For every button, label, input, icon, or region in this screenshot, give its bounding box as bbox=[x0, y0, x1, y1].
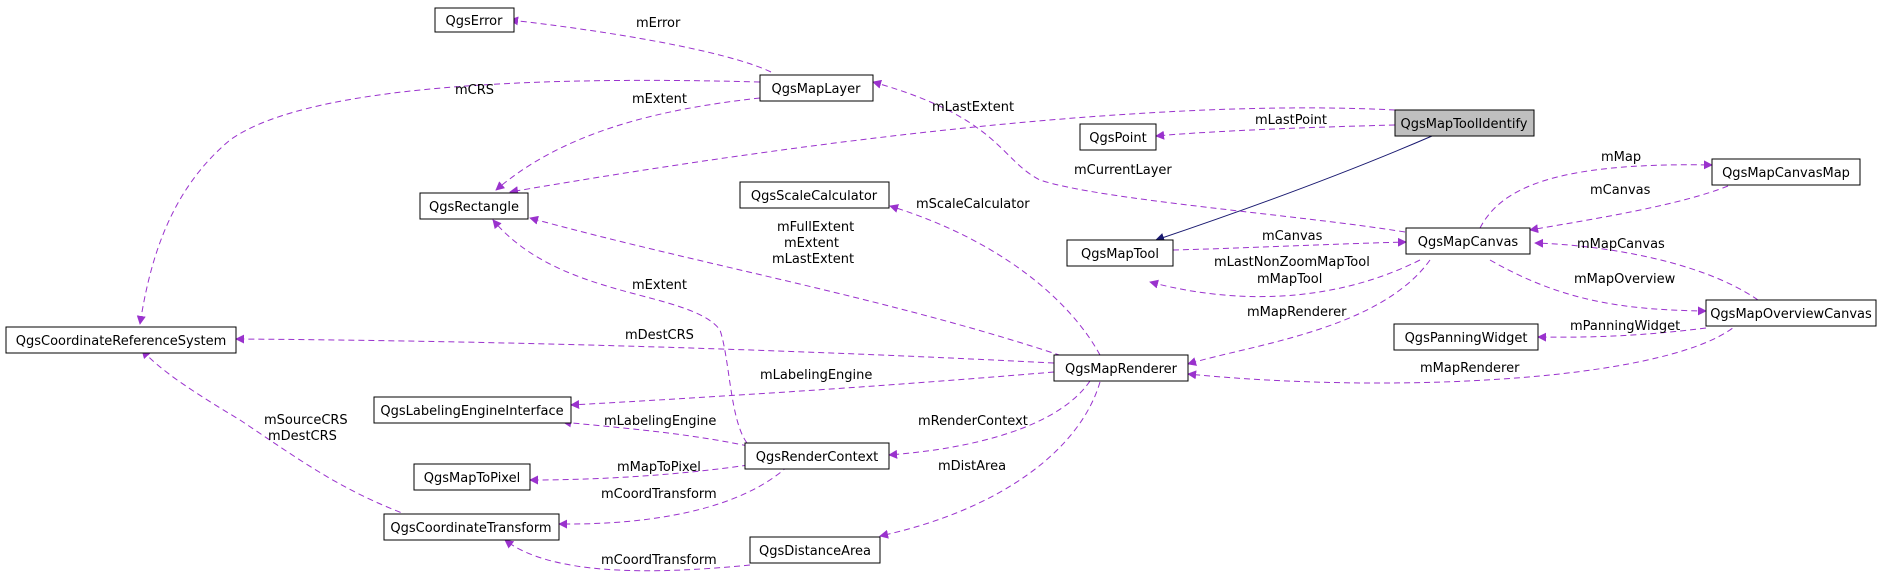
class-node-qgs-panning-widget[interactable]: QgsPanningWidget bbox=[1393, 323, 1539, 351]
class-name: QgsRenderContext bbox=[756, 450, 878, 465]
label-m-coord-transform-distance: mCoordTransform bbox=[601, 553, 717, 568]
edge-canvasmap-canvas bbox=[1529, 185, 1729, 234]
edge-overview-renderer bbox=[1187, 321, 1741, 384]
label-m-dist-area: mDistArea bbox=[938, 459, 1006, 474]
label-m-map-to-pixel: mMapToPixel bbox=[617, 460, 701, 475]
class-name: QgsMapCanvas bbox=[1418, 235, 1519, 250]
label-m-labeling-engine-context: mLabelingEngine bbox=[604, 414, 716, 429]
class-name: QgsMapCanvasMap bbox=[1722, 166, 1850, 181]
edge-renderer-scalecalc bbox=[889, 204, 1101, 356]
label-m-map-canvas: mMapCanvas bbox=[1577, 237, 1665, 252]
class-node-qgs-map-canvas-map[interactable]: QgsMapCanvasMap bbox=[1711, 158, 1861, 186]
edge-renderer-distancearea bbox=[879, 381, 1101, 539]
class-name: QgsRectangle bbox=[429, 200, 519, 215]
label-m-dest-crs-transform: mDestCRS bbox=[268, 429, 337, 444]
class-name: QgsCoordinateTransform bbox=[390, 521, 551, 536]
class-name: QgsMapOverviewCanvas bbox=[1710, 307, 1872, 322]
label-m-scale-calculator: mScaleCalculator bbox=[916, 197, 1030, 212]
label-m-panning-widget: mPanningWidget bbox=[1570, 319, 1680, 334]
class-node-qgs-map-to-pixel[interactable]: QgsMapToPixel bbox=[413, 463, 531, 491]
edge-renderer-context bbox=[888, 380, 1091, 459]
edge-canvas-maplayer bbox=[872, 79, 1406, 233]
label-m-last-non-zoom-map-tool: mLastNonZoomMapTool bbox=[1214, 255, 1370, 270]
class-node-qgs-render-context[interactable]: QgsRenderContext bbox=[744, 442, 890, 470]
class-node-qgs-labeling-engine-interface[interactable]: QgsLabelingEngineInterface bbox=[373, 396, 572, 424]
class-node-qgs-map-tool-identify[interactable]: QgsMapToolIdentify bbox=[1394, 109, 1535, 137]
class-node-qgs-map-renderer[interactable]: QgsMapRenderer bbox=[1053, 354, 1189, 382]
label-m-labeling-engine-renderer: mLabelingEngine bbox=[760, 368, 872, 383]
edge-context-labeling bbox=[562, 418, 749, 447]
edge-identify-maptool-inheritance bbox=[1155, 135, 1433, 242]
label-m-render-context: mRenderContext bbox=[918, 414, 1028, 429]
edge-identify-rectangle bbox=[509, 107, 1396, 196]
edge-labels: mError mCRS mExtent mLastExtent mLastPoi… bbox=[264, 16, 1680, 568]
label-m-extent-renderer: mExtent bbox=[784, 236, 839, 251]
label-m-last-extent: mLastExtent bbox=[932, 100, 1014, 115]
label-m-coord-transform-context: mCoordTransform bbox=[601, 487, 717, 502]
edge-canvas-renderer bbox=[1187, 259, 1431, 366]
class-name: QgsError bbox=[446, 14, 504, 29]
class-name: QgsMapToolIdentify bbox=[1400, 117, 1527, 132]
label-m-extent-layer: mExtent bbox=[632, 92, 687, 107]
edge-context-maptopixel bbox=[529, 464, 749, 485]
label-m-canvas-canvasmap: mCanvas bbox=[1590, 183, 1651, 198]
edge-context-transform bbox=[558, 465, 789, 529]
class-node-qgs-map-canvas[interactable]: QgsMapCanvas bbox=[1405, 227, 1531, 255]
edge-distance-transform bbox=[504, 539, 751, 572]
edge-transform-crs bbox=[141, 349, 411, 517]
class-name: QgsLabelingEngineInterface bbox=[380, 404, 563, 419]
label-m-map-overview: mMapOverview bbox=[1574, 272, 1676, 287]
edge-maptool-canvas bbox=[1172, 237, 1407, 251]
class-node-qgs-distance-area[interactable]: QgsDistanceArea bbox=[749, 536, 881, 564]
label-m-dest-crs-renderer: mDestCRS bbox=[625, 328, 694, 343]
class-node-qgs-scale-calculator[interactable]: QgsScaleCalculator bbox=[739, 181, 890, 209]
edge-identify-point bbox=[1155, 124, 1396, 140]
label-m-extent-context: mExtent bbox=[632, 278, 687, 293]
label-m-crs: mCRS bbox=[455, 83, 494, 98]
edge-context-rectangle bbox=[492, 219, 748, 444]
nodes: QgsError QgsMapLayer QgsMapToolIdentify … bbox=[5, 7, 1877, 564]
class-name: QgsPoint bbox=[1089, 131, 1147, 146]
label-m-map: mMap bbox=[1601, 150, 1641, 165]
class-name: QgsMapRenderer bbox=[1065, 362, 1178, 377]
edge-renderer-rectangle bbox=[529, 215, 1081, 363]
class-name: QgsMapToPixel bbox=[424, 471, 520, 486]
label-m-map-renderer-overview: mMapRenderer bbox=[1420, 361, 1520, 376]
class-node-qgs-coordinate-reference-system[interactable]: QgsCoordinateReferenceSystem bbox=[5, 326, 237, 354]
label-m-map-tool: mMapTool bbox=[1257, 272, 1322, 287]
edge-canvas-canvasmap bbox=[1479, 160, 1713, 229]
class-node-qgs-point[interactable]: QgsPoint bbox=[1079, 123, 1157, 151]
class-name: QgsMapLayer bbox=[772, 82, 862, 97]
edge-maplayer-crs bbox=[136, 79, 761, 325]
class-node-qgs-map-tool[interactable]: QgsMapTool bbox=[1066, 239, 1174, 267]
label-m-canvas-tool: mCanvas bbox=[1262, 229, 1323, 244]
label-m-last-extent-renderer: mLastExtent bbox=[772, 252, 854, 267]
class-node-qgs-map-overview-canvas[interactable]: QgsMapOverviewCanvas bbox=[1705, 299, 1877, 327]
edge-maplayer-rectangle bbox=[495, 97, 761, 191]
class-node-qgs-map-layer[interactable]: QgsMapLayer bbox=[759, 74, 874, 102]
label-m-map-renderer-canvas: mMapRenderer bbox=[1247, 305, 1347, 320]
edge-overview-panning bbox=[1537, 327, 1707, 342]
class-node-qgs-error[interactable]: QgsError bbox=[434, 7, 515, 33]
edge-canvas-overview bbox=[1489, 259, 1707, 316]
label-m-current-layer: mCurrentLayer bbox=[1074, 163, 1172, 178]
label-m-last-point: mLastPoint bbox=[1255, 113, 1327, 128]
edges bbox=[136, 16, 1759, 572]
class-name: QgsPanningWidget bbox=[1405, 331, 1528, 346]
label-m-error: mError bbox=[636, 16, 681, 31]
class-name: QgsCoordinateReferenceSystem bbox=[16, 334, 226, 349]
class-name: QgsMapTool bbox=[1081, 247, 1159, 262]
class-node-qgs-rectangle[interactable]: QgsRectangle bbox=[419, 192, 529, 220]
class-node-qgs-coordinate-transform[interactable]: QgsCoordinateTransform bbox=[383, 513, 560, 541]
class-name: QgsScaleCalculator bbox=[751, 189, 878, 204]
edge-maplayer-error bbox=[509, 16, 772, 73]
label-m-full-extent: mFullExtent bbox=[777, 220, 854, 235]
edge-renderer-labeling bbox=[570, 371, 1055, 410]
edge-canvas-maptool bbox=[1149, 259, 1421, 298]
label-m-source-crs: mSourceCRS bbox=[264, 413, 348, 428]
edge-renderer-crs bbox=[235, 334, 1055, 364]
class-name: QgsDistanceArea bbox=[759, 544, 871, 559]
